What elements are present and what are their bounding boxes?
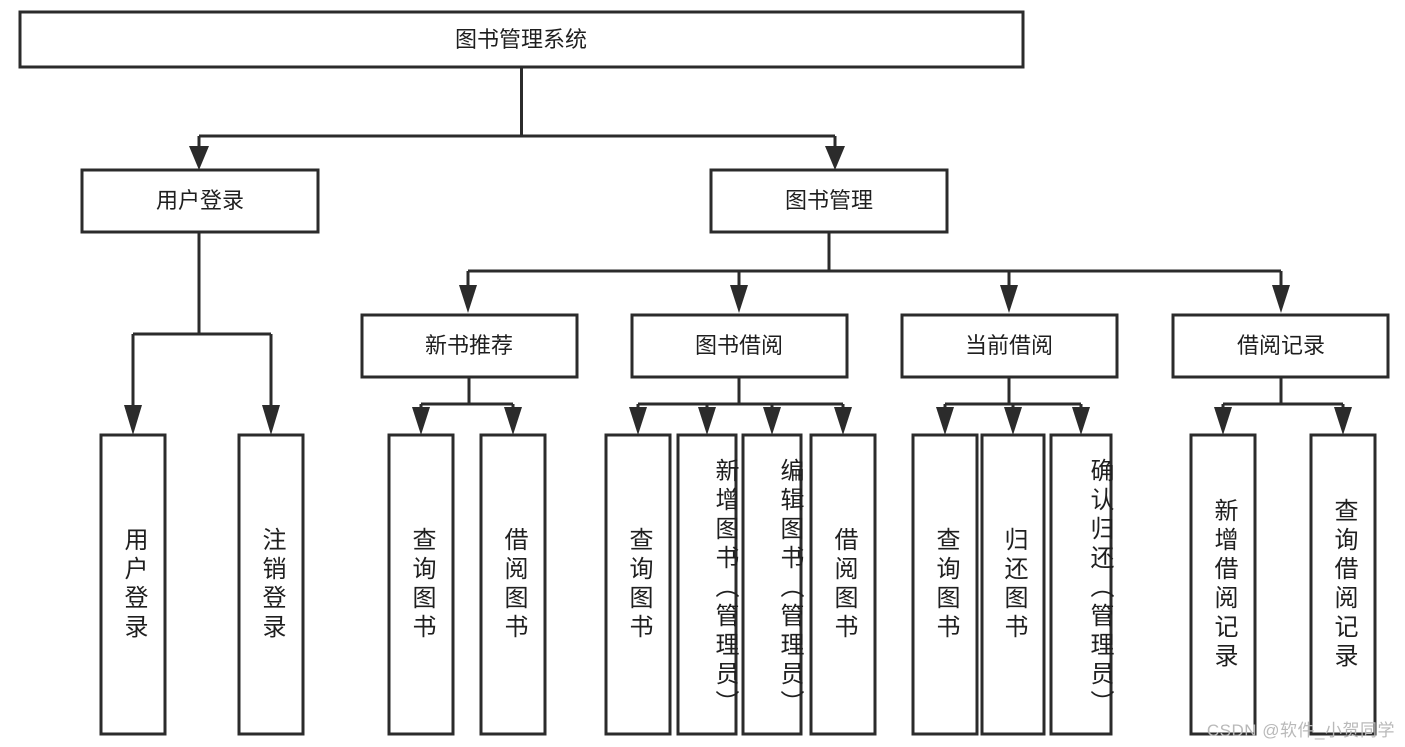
arrow-head-leaf-return-book: [1004, 407, 1022, 435]
arrow-head-leaf-edit-book: [763, 407, 781, 435]
arrow-head-leaf-query-record: [1334, 407, 1352, 435]
node-user-login[interactable]: 用户登录: [80, 168, 320, 234]
node-user-login-label: 用户登录: [156, 188, 244, 213]
watermark-text: CSDN @软件_小贺同学: [1206, 721, 1395, 740]
node-leaf-edit-book-box[interactable]: [741, 433, 803, 736]
node-new-book-recommend-label: 新书推荐: [425, 333, 513, 358]
node-leaf-logout-box[interactable]: [237, 433, 305, 736]
node-borrow-record-box[interactable]: [1171, 313, 1390, 379]
arrow-head-new-book: [459, 285, 477, 313]
connector-group-current-borrow: [936, 377, 1090, 435]
arrow-head-leaf-borrow-book-2: [834, 407, 852, 435]
arrow-head-leaf-query-book-2: [629, 407, 647, 435]
node-leaf-add-book-box[interactable]: [676, 433, 738, 736]
connector-group-book-management: [459, 232, 1290, 313]
arrow-head-leaf-query-book-3: [936, 407, 954, 435]
connector-group-book-borrow: [629, 377, 852, 435]
node-leaf-borrow-book-2-box[interactable]: [809, 433, 877, 736]
node-book-management-label: 图书管理: [785, 188, 873, 213]
node-leaf-query-record-box[interactable]: [1309, 433, 1377, 736]
arrow-head-leaf-borrow-book-1: [504, 407, 522, 435]
node-title-system-label: 图书管理系统: [455, 27, 587, 52]
node-book-borrow-box[interactable]: [630, 313, 849, 379]
node-leaf-borrow-book-1-box[interactable]: [479, 433, 547, 736]
connector-group-new-book-recommend: [412, 377, 522, 435]
node-book-borrow[interactable]: 图书借阅: [630, 313, 849, 379]
arrow-head-leaf-confirm-return: [1072, 407, 1090, 435]
node-book-borrow-label: 图书借阅: [695, 333, 783, 358]
node-current-borrow[interactable]: 当前借阅: [900, 313, 1119, 379]
connector-group-root: [189, 67, 845, 170]
node-current-borrow-box[interactable]: [900, 313, 1119, 379]
node-leaf-confirm-return-box[interactable]: [1049, 433, 1113, 736]
arrow-head-borrow-record: [1272, 285, 1290, 313]
arrow-head-current-borrow: [1000, 285, 1018, 313]
node-leaf-add-record-box[interactable]: [1189, 433, 1257, 736]
node-book-management[interactable]: 图书管理: [709, 168, 949, 234]
node-leaf-query-book-1-box[interactable]: [387, 433, 455, 736]
arrow-head-leaf-query-book-1: [412, 407, 430, 435]
node-new-book-recommend[interactable]: 新书推荐: [360, 313, 579, 379]
connector-group-borrow-record: [1214, 377, 1352, 435]
arrow-head-leaf-logout: [262, 405, 280, 435]
node-current-borrow-label: 当前借阅: [965, 333, 1053, 358]
node-leaf-user-login-box[interactable]: [99, 433, 167, 736]
node-user-login-box[interactable]: [80, 168, 320, 234]
node-leaf-query-book-3-box[interactable]: [911, 433, 979, 736]
node-leaf-return-book-box[interactable]: [980, 433, 1046, 736]
node-borrow-record-label: 借阅记录: [1237, 333, 1325, 358]
arrow-head-leaf-user-login: [124, 405, 142, 435]
node-borrow-record[interactable]: 借阅记录: [1171, 313, 1390, 379]
node-new-book-recommend-box[interactable]: [360, 313, 579, 379]
arrow-head-book-management: [825, 146, 845, 170]
node-title-system-box[interactable]: [18, 10, 1025, 69]
arrow-head-leaf-add-book: [698, 407, 716, 435]
node-book-management-box[interactable]: [709, 168, 949, 234]
node-title-system[interactable]: 图书管理系统: [18, 10, 1025, 69]
connector-group-user-login: [124, 232, 280, 435]
arrow-head-user-login: [189, 146, 209, 170]
node-leaf-query-book-2-box[interactable]: [604, 433, 672, 736]
arrow-head-leaf-add-record: [1214, 407, 1232, 435]
arrow-head-book-borrow: [730, 285, 748, 313]
